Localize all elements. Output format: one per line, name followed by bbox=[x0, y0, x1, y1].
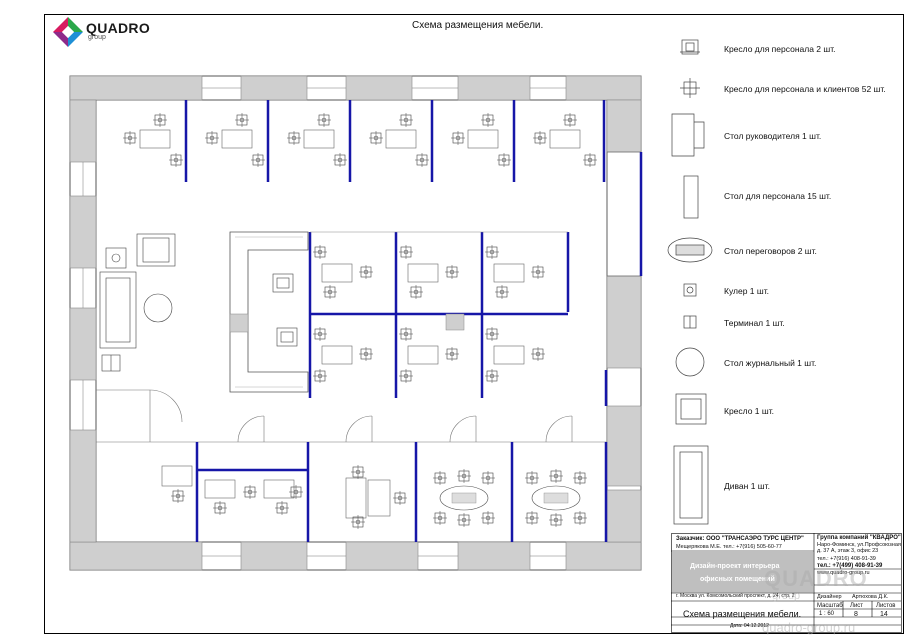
tb-designer-label: Дизайнер bbox=[817, 594, 842, 600]
tb-sheets-label: Листов bbox=[876, 603, 896, 609]
manager-desk-icon bbox=[671, 113, 705, 157]
legend-label-sofa: Диван 1 шт. bbox=[724, 481, 770, 491]
tb-company: Группа компаний "КВАДРО" bbox=[817, 535, 901, 541]
logo-brand: QUADRO bbox=[86, 20, 151, 36]
tb-phone2: тел.: +7(499) 408-91-39 bbox=[817, 563, 883, 569]
tb-scale-label: Масштаб bbox=[817, 603, 843, 609]
coffee-table-icon bbox=[675, 347, 705, 377]
legend-label-staff-desk: Стол для персонала 15 шт. bbox=[724, 191, 832, 201]
tb-sheets: 14 bbox=[880, 611, 888, 618]
tb-phone1: тел.: +7(916) 408-91-39 bbox=[817, 556, 876, 562]
meeting-table-icon bbox=[667, 237, 713, 263]
tb-project2: офисных помещений bbox=[700, 576, 775, 583]
watermark-brand: QUADRO bbox=[764, 566, 868, 591]
legend-label-armchair: Кресло 1 шт. bbox=[724, 406, 775, 416]
tb-customer: Заказчик: ООО "ТРАНСАЭРО ТУРС ЦЕНТР" bbox=[676, 536, 804, 542]
staff-desk-icon bbox=[683, 175, 699, 219]
tb-designer-name: Артюхова Д.К. bbox=[852, 594, 889, 600]
legend-label-staff-chair: Кресло для персонала 2 шт. bbox=[724, 44, 836, 54]
terminal-icon bbox=[683, 315, 697, 329]
logo-sub: group bbox=[88, 34, 106, 41]
legend-label-cooler: Кулер 1 шт. bbox=[724, 286, 770, 296]
title-block bbox=[671, 533, 902, 633]
cooler-icon bbox=[683, 283, 697, 297]
tb-address2: д. 37 А, этаж 3, офис 23 bbox=[817, 548, 879, 554]
client-chair-icon bbox=[680, 78, 700, 98]
legend-label-manager-desk: Стол руководителя 1 шт. bbox=[724, 131, 822, 141]
tb-sheet: 8 bbox=[854, 611, 858, 618]
legend-label-client-chair: Кресло для персонала и клиентов 52 шт. bbox=[724, 84, 886, 94]
tb-object-address: г. Москва ул. Комсомольский проспект, д.… bbox=[676, 593, 795, 599]
tb-date: Дата: 04.12.2012 bbox=[730, 623, 769, 629]
tb-sheet-title: Схема размещения мебели. bbox=[683, 609, 802, 619]
drawing-frame bbox=[44, 14, 904, 634]
watermark-sub: group bbox=[772, 590, 801, 602]
legend-icons bbox=[667, 39, 713, 525]
quadro-logo-icon bbox=[53, 17, 83, 47]
staff-chair-icon bbox=[680, 39, 700, 55]
legend-label-meeting-table: Стол переговоров 2 шт. bbox=[724, 246, 817, 256]
drawing-title: Схема размещения мебели. bbox=[412, 20, 544, 31]
sofa-icon bbox=[673, 445, 709, 525]
legend-label-terminal: Терминал 1 шт. bbox=[724, 318, 785, 328]
legend-label-coffee-table: Стол журнальный 1 шт. bbox=[724, 358, 817, 368]
watermark-url: quadro-group.ru bbox=[762, 620, 856, 635]
tb-project1: Дизайн-проект интерьера bbox=[690, 563, 780, 570]
tb-contact: Мещерякова М.Е. тел.: +7(916) 505-60-77 bbox=[676, 544, 782, 550]
tb-site: www.quadro-group.ru bbox=[817, 570, 870, 576]
tb-scale: 1 : 60 bbox=[819, 611, 835, 617]
armchair-icon bbox=[675, 393, 707, 425]
tb-address1: Наро-Фоминск, ул.Профсоюзная bbox=[817, 542, 901, 548]
tb-sheet-label: Лист bbox=[850, 603, 864, 609]
